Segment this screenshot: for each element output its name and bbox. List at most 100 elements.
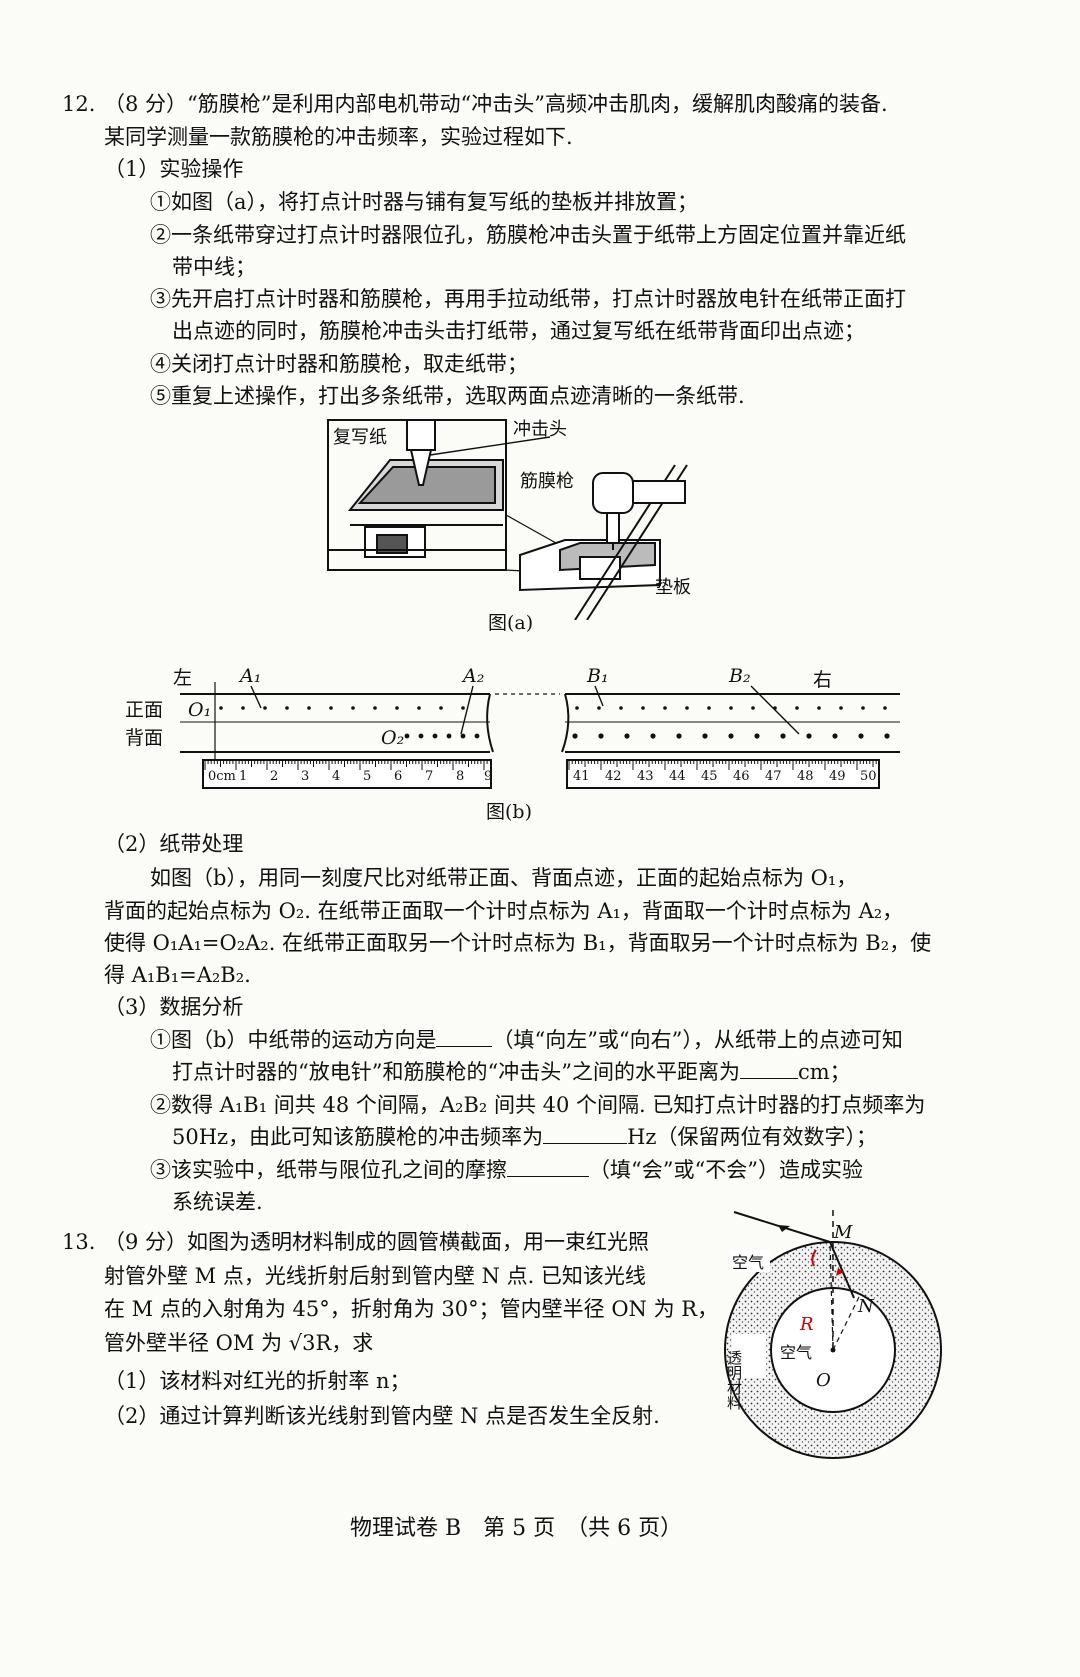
ruler-right-label-46: 46 xyxy=(733,769,750,784)
front-dot xyxy=(461,706,465,710)
q12-answer2-prefix: 50Hz，由此可知该筋膜枪的冲击频率为 xyxy=(172,1125,544,1149)
front-dot xyxy=(597,706,601,710)
label-pad: 垫板 xyxy=(655,577,691,598)
q12-answer3-prefix: ③该实验中，纸带与限位孔之间的摩擦 xyxy=(150,1158,507,1182)
front-dot xyxy=(329,706,333,710)
q12-section3-title: （3）数据分析 xyxy=(104,995,244,1019)
back-dot xyxy=(728,733,734,739)
q12-para2-line4: 得 A₁B₁=A₂B₂. xyxy=(104,963,251,987)
q12-step4: ④关闭打点计时器和筋膜枪，取走纸带； xyxy=(150,352,528,376)
figure-a-drawing: 复写纸 冲击头 筋膜枪 垫板 xyxy=(327,419,691,621)
refracted-ray xyxy=(829,1241,855,1299)
back-dot xyxy=(702,733,708,739)
ruler-left-label-2: 2 xyxy=(270,769,278,784)
back-dot xyxy=(624,733,630,739)
q12-answer2-line2: 50Hz，由此可知该筋膜枪的冲击频率为 Hz（保留两位有效数字）； xyxy=(172,1123,877,1151)
back-dot xyxy=(598,733,604,739)
q13-line1: （9 分）如图为透明材料制成的圆管横截面，用一束红光照 xyxy=(104,1230,650,1254)
front-dot xyxy=(729,706,733,710)
label-front: 正面 xyxy=(125,699,163,721)
ruler-left-label-3: 3 xyxy=(301,769,309,784)
label-massage-gun: 筋膜枪 xyxy=(520,471,574,492)
q12-answer1-prefix: ①图（b）中纸带的运动方向是 xyxy=(150,1028,437,1052)
front-dot xyxy=(685,706,689,710)
ruler-right-label-43: 43 xyxy=(637,769,654,784)
q12-step5: ⑤重复上述操作，打出多条纸带，选取两面点迹清晰的一条纸带. xyxy=(150,384,745,408)
label-A1: A₁ xyxy=(238,665,261,687)
q12-intro-line2: 某同学测量一款筋膜枪的冲击频率，实验过程如下. xyxy=(104,125,573,149)
front-dot xyxy=(417,706,421,710)
q13-number: 13. xyxy=(62,1230,96,1254)
ruler-left-label-0: 0cm xyxy=(208,769,236,784)
answer-blank-friction[interactable] xyxy=(507,1156,589,1177)
q12-answer1-middle: （填“向左”或“向右”），从纸带上的点迹可知 xyxy=(492,1028,903,1052)
label-M: M xyxy=(833,1222,853,1243)
ruler-right-label-41: 41 xyxy=(573,769,590,784)
label-N: N xyxy=(857,1296,875,1317)
q12-answer1-line2: 打点计时器的“放电针”和筋膜枪的“冲击头”之间的水平距离为 cm； xyxy=(172,1058,851,1086)
label-O1: O₁ xyxy=(188,699,211,721)
q13-question1: （1）该材料对红光的折射率 n； xyxy=(104,1369,411,1393)
front-dot xyxy=(641,706,645,710)
front-dot xyxy=(817,706,821,710)
q12-answer3-line2: 系统误差. xyxy=(172,1190,263,1214)
label-B1: B₁ xyxy=(586,665,609,687)
answer-blank-frequency[interactable] xyxy=(543,1123,628,1144)
q12-step3-line2: 出点迹的同时，筋膜枪冲击头击打纸带，通过复写纸在纸带背面印出点迹； xyxy=(172,319,865,343)
label-air-outside: 空气 xyxy=(732,1253,764,1272)
back-dot xyxy=(572,733,578,739)
answer-blank-direction[interactable] xyxy=(436,1026,493,1047)
q13-figure-drawing: R 空气 M N 空气 O 透明材料 xyxy=(724,1210,942,1459)
figure-a: 复写纸 冲击头 筋膜枪 垫板 xyxy=(325,415,695,621)
q12-para2-line3: 使得 O₁A₁=O₂A₂. 在纸带正面取另一个计时点标为 B₁，背面取另一个计时… xyxy=(104,931,932,955)
label-B2: B₂ xyxy=(728,665,751,687)
q12-answer2-line1: ②数得 A₁B₁ 间共 48 个间隔，A₂B₂ 间共 40 个间隔. 已知打点计… xyxy=(150,1093,926,1117)
back-dot xyxy=(676,733,682,739)
ruler-left-label-7: 7 xyxy=(425,769,433,784)
ruler-left-label-4: 4 xyxy=(332,769,340,784)
front-dot xyxy=(263,706,267,710)
label-right: 右 xyxy=(813,669,832,691)
front-dot xyxy=(439,706,443,710)
back-dot xyxy=(780,733,786,739)
q12-step2-line1: ②一条纸带穿过打点计时器限位孔，筋膜枪冲击头置于纸带上方固定位置并靠近纸 xyxy=(150,223,906,247)
back-dot xyxy=(418,733,424,739)
q12-answer1b-prefix: 打点计时器的“放电针”和筋膜枪的“冲击头”之间的水平距离为 xyxy=(172,1060,740,1084)
q12-answer2-suffix: Hz（保留两位有效数字）； xyxy=(627,1125,877,1149)
q12-section2-title: （2）纸带处理 xyxy=(104,832,244,856)
front-dot xyxy=(619,706,623,710)
front-dot xyxy=(307,706,311,710)
label-air-inside: 空气 xyxy=(780,1343,812,1362)
label-impact-head: 冲击头 xyxy=(513,419,567,440)
figure-a-caption: 图(a) xyxy=(488,612,534,634)
front-dot xyxy=(707,706,711,710)
q12-answer3-line1: ③该实验中，纸带与限位孔之间的摩擦 （填“会”或“不会”）造成实验 xyxy=(150,1156,863,1184)
back-dot xyxy=(832,733,838,739)
q12-section1-title: （1）实验操作 xyxy=(104,157,244,181)
ruler-left-label-9: 9 xyxy=(484,769,492,784)
pointer-A2 xyxy=(460,685,474,735)
pointer-A1 xyxy=(250,685,262,709)
q13-question2: （2）通过计算判断该光线射到管内壁 N 点是否发生全反射. xyxy=(104,1404,660,1428)
ruler-left-label-5: 5 xyxy=(363,769,371,784)
back-dot xyxy=(474,733,480,739)
back-dot xyxy=(432,733,438,739)
q12-step2-line2: 带中线； xyxy=(172,255,256,279)
ruler-right-label-44: 44 xyxy=(669,769,686,784)
label-left: 左 xyxy=(173,667,192,689)
q13-line2: 射管外壁 M 点，光线折射后射到管内壁 N 点. 已知该光线 xyxy=(104,1264,646,1288)
answer-blank-distance[interactable] xyxy=(739,1058,798,1079)
front-dot xyxy=(373,706,377,710)
front-dot xyxy=(751,706,755,710)
q12-answer1b-unit: cm； xyxy=(797,1060,851,1084)
q12-number: 12. xyxy=(62,92,96,116)
ruler-right-label-50: 50 xyxy=(860,769,877,784)
pointer-B1 xyxy=(594,685,604,707)
front-dot xyxy=(219,706,223,710)
q12-answer3-suffix: （填“会”或“不会”）造成实验 xyxy=(589,1158,863,1182)
ruler-right-label-47: 47 xyxy=(765,769,782,784)
label-carbon-paper: 复写纸 xyxy=(333,427,387,448)
back-dot xyxy=(806,733,812,739)
ruler-right-label-49: 49 xyxy=(829,769,846,784)
